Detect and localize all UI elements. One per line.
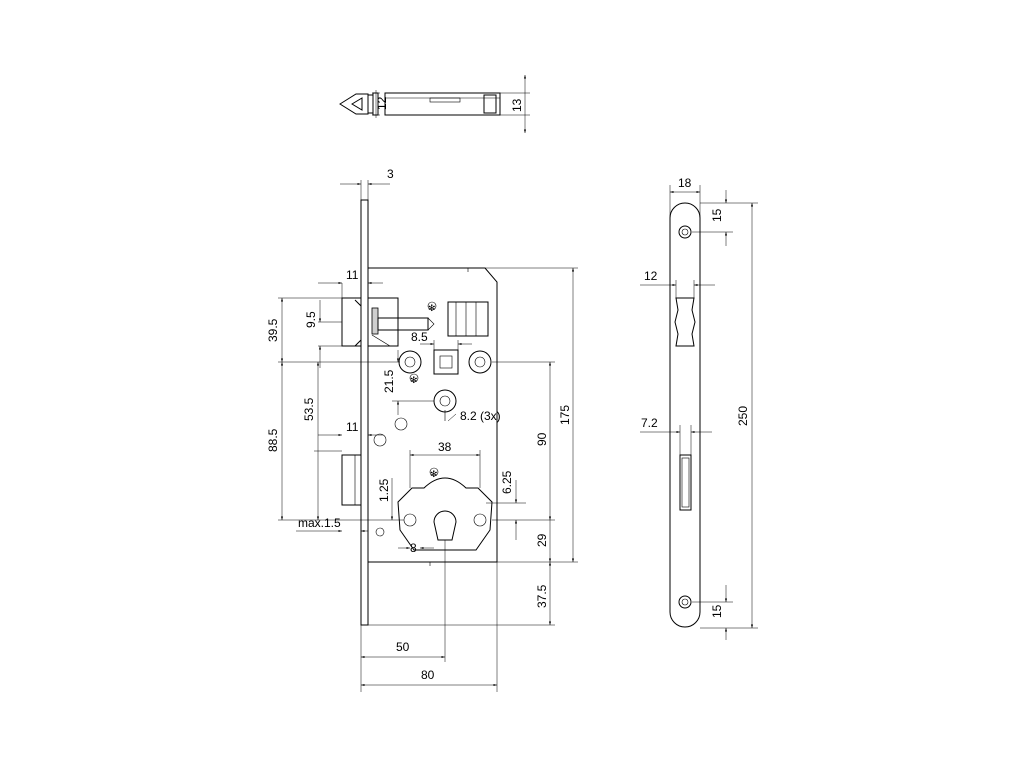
dim-spindle-to-screw: 21.5	[382, 369, 396, 393]
dim-latch-width: 12	[644, 269, 658, 283]
dim-holes: 8.2 (3x)	[460, 409, 501, 423]
dim-square-spindle: 8.5	[411, 330, 428, 344]
dim-12-top: 12	[375, 96, 389, 110]
dim-height-body: 175	[558, 405, 572, 425]
faceplate-dimensions: 18 15 12 250 7.2 15	[640, 176, 758, 640]
dim-bottom-offset: 37.5	[535, 584, 549, 608]
dim-total-length: 250	[736, 406, 750, 426]
dim-bolt-width: 7.2	[641, 416, 658, 430]
dim-case-width: 80	[421, 668, 435, 682]
dim-latch-offset: 11	[346, 268, 359, 282]
dim-screw-bottom: 15	[710, 604, 724, 618]
dim-cylinder-width: 38	[438, 440, 452, 454]
dim-handle-to-cylinder: 53.5	[302, 397, 316, 421]
dim-latch-to-top: 39.5	[266, 318, 280, 342]
dim-backset-ref: 11	[346, 420, 359, 434]
lock-body: ✻ ✻ ✻	[341, 199, 498, 626]
dim-handle-center-distance: 90	[535, 432, 549, 446]
dim-cylinder-tail: 8	[410, 541, 417, 555]
lock-body-dimensions: 3 11 39.5 9.5 8.5 21.5 8.2 (3x)	[266, 167, 578, 692]
dim-max-gap: max.1.5	[298, 516, 341, 530]
faceplate-front	[669, 202, 701, 628]
svg-text:✻: ✻	[430, 469, 438, 479]
dim-faceplate-width: 18	[678, 176, 692, 190]
dim-cylinder-small: 1.25	[377, 478, 391, 502]
svg-text:✻: ✻	[410, 375, 418, 385]
dim-backset: 50	[396, 640, 410, 654]
dim-cylinder-to-bottom: 29	[535, 533, 549, 547]
svg-text:✻: ✻	[428, 303, 436, 313]
dim-total-to-cylinder: 88.5	[266, 428, 280, 452]
dim-cylinder-offset: 6.25	[500, 470, 514, 494]
dim-13-top: 13	[510, 98, 524, 112]
dim-screw-top: 15	[710, 208, 724, 222]
dim-faceplate-thickness: 3	[387, 167, 394, 181]
top-view-latch: 12 13	[339, 75, 530, 133]
dim-latch-height: 9.5	[304, 311, 318, 328]
